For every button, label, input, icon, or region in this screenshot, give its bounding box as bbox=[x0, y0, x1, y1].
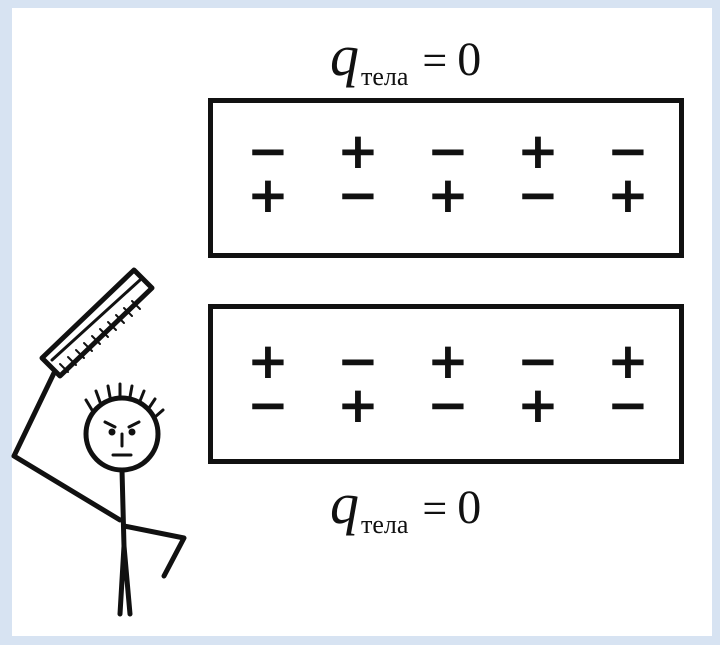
lower-charge: + bbox=[337, 376, 379, 434]
charge-pair: − + bbox=[601, 122, 655, 229]
charge-symbol: q bbox=[330, 23, 359, 88]
lower-charge: − bbox=[337, 166, 379, 224]
face bbox=[103, 420, 141, 457]
raised-arm bbox=[11, 370, 123, 523]
equals-sign: = bbox=[422, 36, 448, 85]
upper-charge: + bbox=[427, 332, 469, 390]
charge-pair: − + bbox=[421, 122, 475, 229]
charge-pair: + − bbox=[511, 122, 565, 229]
charge-pair: + − bbox=[421, 332, 475, 439]
charge-pair: + − bbox=[241, 332, 295, 439]
charge-pair: + − bbox=[601, 332, 655, 439]
comb-icon bbox=[39, 267, 155, 379]
bottom-body-box: + − − + + − − + + − bbox=[208, 304, 684, 464]
lower-charge: + bbox=[427, 166, 469, 224]
upper-charge: + bbox=[337, 122, 379, 180]
charge-subscript: тела bbox=[361, 510, 409, 539]
upper-charge: + bbox=[247, 332, 289, 390]
lower-charge: − bbox=[517, 166, 559, 224]
top-charge-label: qтела =0 bbox=[330, 22, 482, 91]
lower-arm bbox=[121, 523, 187, 579]
lower-charge: + bbox=[517, 376, 559, 434]
lower-charge: + bbox=[247, 166, 289, 224]
upper-charge: + bbox=[517, 122, 559, 180]
charge-subscript: тела bbox=[361, 62, 409, 91]
charge-symbol: q bbox=[330, 471, 359, 536]
upper-charge: − bbox=[517, 332, 559, 390]
lower-charge: − bbox=[607, 376, 649, 434]
lower-charge: − bbox=[247, 376, 289, 434]
right-leg bbox=[121, 543, 133, 617]
charge-pair: − + bbox=[241, 122, 295, 229]
lower-charge: + bbox=[607, 166, 649, 224]
bottom-charge-label: qтела =0 bbox=[330, 470, 482, 539]
upper-charge: − bbox=[607, 122, 649, 180]
lower-charge: − bbox=[427, 376, 469, 434]
upper-charge: + bbox=[607, 332, 649, 390]
equals-sign: = bbox=[422, 484, 448, 533]
upper-charge: − bbox=[247, 122, 289, 180]
stick-figure-with-comb-illustration bbox=[11, 267, 187, 617]
charge-pair: − + bbox=[511, 332, 565, 439]
charge-pair: − + bbox=[331, 332, 385, 439]
charge-pair: + − bbox=[331, 122, 385, 229]
body bbox=[119, 467, 127, 549]
upper-charge: − bbox=[337, 332, 379, 390]
hair bbox=[84, 382, 165, 419]
upper-charge: − bbox=[427, 122, 469, 180]
diagram-canvas: qтела=0 − + + − − + + − − + + − − bbox=[11, 8, 712, 636]
charge-value: 0 bbox=[457, 481, 482, 534]
charge-value: 0 bbox=[457, 33, 482, 86]
top-body-box: − + + − − + + − − + bbox=[208, 98, 684, 258]
